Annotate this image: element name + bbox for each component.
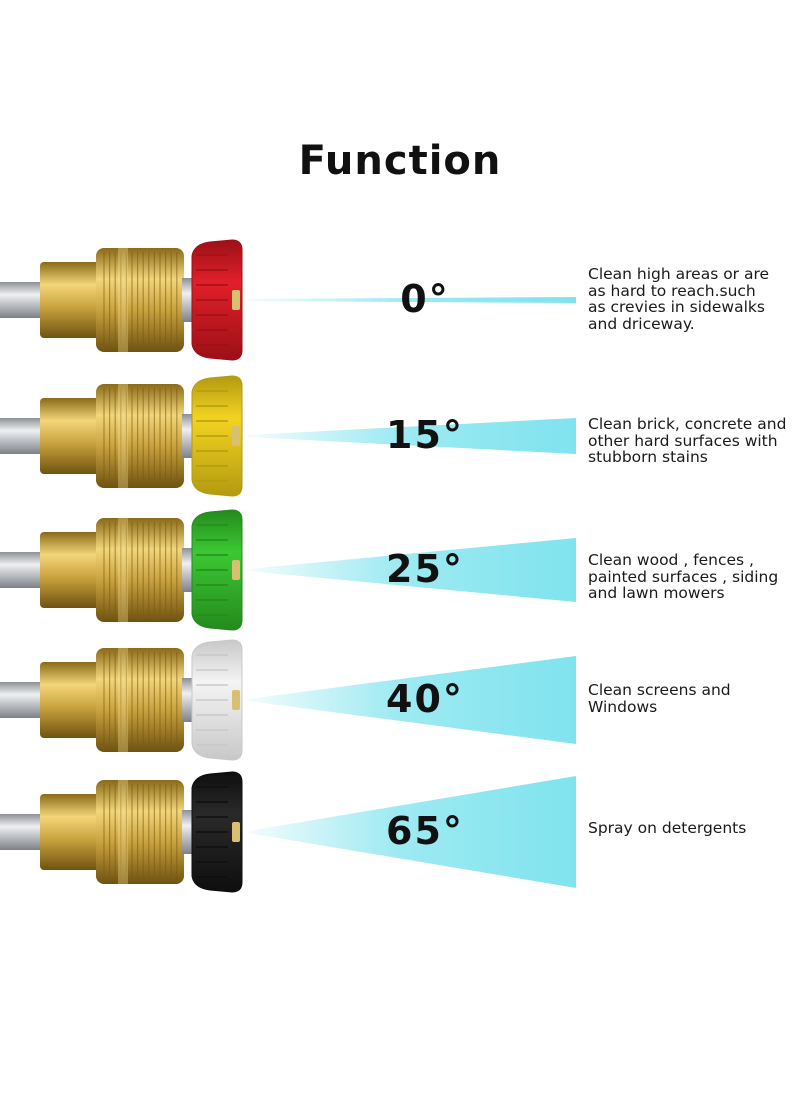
- nozzle-description-25: Clean wood , fences ,painted surfaces , …: [588, 552, 798, 602]
- nozzle-image-0: [0, 239, 243, 361]
- nozzle-image-15: [0, 375, 243, 497]
- description-line: other hard surfaces with: [588, 431, 778, 450]
- description-line: and lawn mowers: [588, 584, 725, 602]
- nozzle-row-25: 25° Clean wood , fences ,painted surfaces…: [0, 500, 800, 640]
- nozzle-description-65: Spray on detergents: [588, 820, 798, 837]
- spray-cone-65: [248, 776, 576, 888]
- description-line: Clean screens and: [588, 681, 731, 699]
- description-line: as crevies in sidewalks: [588, 298, 765, 316]
- angle-label-15: 15°: [386, 413, 464, 457]
- spray-cone-0: [248, 297, 576, 303]
- spray-cone-40: [248, 656, 576, 744]
- description-line: and driceway.: [588, 314, 695, 333]
- nozzle-image-40: [0, 639, 243, 761]
- angle-label-40: 40°: [386, 677, 464, 721]
- angle-label-65: 65°: [386, 809, 464, 853]
- description-line: Clean brick, concrete and: [588, 415, 787, 433]
- page-title: Function: [298, 138, 502, 184]
- spray-cone-15: [248, 418, 576, 454]
- nozzle-image-65: [0, 771, 243, 893]
- description-line: as hard to reach.such: [588, 281, 756, 300]
- angle-label-25: 25°: [386, 547, 464, 591]
- description-line: Clean high areas or are: [588, 265, 770, 283]
- description-line: stubborn stains: [588, 448, 708, 466]
- angle-label-0: 0°: [400, 277, 450, 321]
- spray-cone-25: [248, 538, 576, 602]
- description-line: Spray on detergents: [588, 819, 747, 837]
- description-line: Clean wood , fences ,: [588, 551, 754, 569]
- nozzle-row-65: 65° Spray on detergents: [0, 762, 800, 902]
- description-line: Windows: [588, 697, 658, 716]
- description-line: painted surfaces , siding: [588, 567, 779, 586]
- nozzle-image-25: [0, 509, 243, 631]
